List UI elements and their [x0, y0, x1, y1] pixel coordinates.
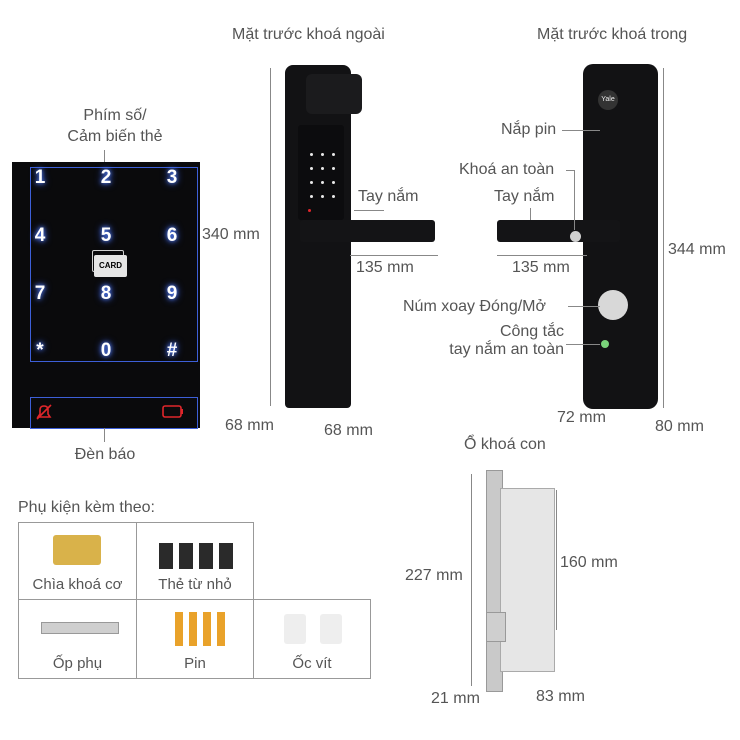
mortise-latch	[486, 612, 506, 642]
alarm-bell-icon	[36, 404, 52, 420]
key-image	[53, 535, 101, 565]
brand-logo: Yale	[598, 90, 618, 110]
keypad-panel: 1 2 3 4 5 6 7 8 9 * 0 # CARD	[12, 162, 200, 429]
inner-handle	[497, 220, 620, 242]
safety-lock-label: Khoá an toàn	[459, 161, 555, 178]
knob-leader	[568, 306, 600, 307]
accessory-rfid-tags: Thẻ từ nhỏ	[136, 522, 254, 600]
inner-handle-label: Tay nắm	[494, 188, 555, 205]
mortise-depth-label: 83 mm	[536, 688, 585, 705]
outer-handle-dim	[350, 255, 438, 256]
tag-image-1	[159, 543, 173, 569]
mortise-height-label: 227 mm	[405, 567, 463, 584]
inner-depth-label: 80 mm	[655, 418, 704, 435]
inner-front-title: Mặt trước khoá trong	[537, 26, 688, 43]
accessories-title: Phụ kiện kèm theo:	[18, 499, 155, 516]
outer-height-label: 340 mm	[202, 226, 260, 243]
key-8: 8	[100, 283, 112, 304]
key-4: 4	[34, 225, 46, 246]
mortise-plate-width-label: 21 mm	[431, 690, 480, 707]
accessory-name: Pin	[184, 655, 206, 672]
inner-handle-leader	[530, 208, 531, 220]
tag-image-3	[199, 543, 213, 569]
key-7: 7	[34, 283, 46, 304]
screws-bag-image-1	[284, 614, 306, 644]
rotary-knob	[598, 290, 628, 320]
mortise-title: Ổ khoá con	[464, 436, 546, 453]
safety-lock-leader-v	[574, 170, 575, 230]
outer-handle-length: 135 mm	[356, 259, 414, 276]
key-3: 3	[166, 167, 178, 188]
accessory-name: Ốp phụ	[52, 655, 103, 672]
outer-height-dim	[270, 68, 271, 406]
accessory-name: Ốc vít	[292, 655, 332, 672]
indicator-leader-line	[104, 428, 105, 442]
safety-lock-button	[570, 231, 581, 242]
mortise-body-dim	[556, 490, 557, 630]
outer-keypad-panel	[298, 125, 344, 220]
key-0: 0	[100, 340, 112, 361]
safety-switch-label: Công tắc tay nắm an toàn	[438, 323, 564, 359]
battery-image-3	[203, 612, 211, 646]
battery-cover-leader	[562, 130, 600, 131]
key-hash: #	[166, 340, 178, 361]
keypad-frame	[30, 167, 198, 362]
outer-lock-top	[306, 74, 362, 114]
key-6: 6	[166, 225, 178, 246]
accessory-batteries: Pin	[136, 599, 254, 679]
safety-switch-leader	[566, 344, 600, 345]
outer-front-title: Mặt trước khoá ngoài	[232, 26, 385, 43]
accessory-mechanical-key: Chìa khoá cơ	[18, 522, 137, 600]
safety-switch-indicator	[601, 340, 609, 348]
screws-bag-image-2	[320, 614, 342, 644]
inner-height-label: 344 mm	[668, 241, 726, 258]
inner-handle-dim	[497, 255, 587, 256]
tag-image-4	[219, 543, 233, 569]
battery-image-1	[175, 612, 183, 646]
accessory-name: Chìa khoá cơ	[32, 576, 123, 593]
inner-height-dim	[663, 68, 664, 408]
inner-width-label: 72 mm	[557, 409, 606, 426]
accessory-strike-plate: Ốp phụ	[18, 599, 137, 679]
safety-switch-label-line1: Công tắc	[499, 323, 564, 340]
outer-handle-leader	[354, 210, 384, 211]
battery-image-4	[217, 612, 225, 646]
key-9: 9	[166, 283, 178, 304]
keypad-leader-line	[104, 150, 105, 168]
battery-image-2	[189, 612, 197, 646]
outer-width-label: 68 mm	[225, 417, 274, 434]
mortise-body	[500, 488, 555, 672]
key-5: 5	[100, 225, 112, 246]
keypad-label: Phím số/ Cảm biến thẻ	[40, 107, 190, 146]
mortise-height-dim	[471, 474, 472, 686]
key-1: 1	[34, 167, 46, 188]
outer-handle	[300, 220, 435, 242]
inner-handle-length: 135 mm	[512, 259, 570, 276]
accessory-screws: Ốc vít	[253, 599, 371, 679]
keypad-label-line2: Cảm biến thẻ	[67, 128, 163, 145]
battery-cover-label: Nắp pin	[501, 121, 557, 138]
safety-lock-leader-h	[566, 170, 574, 171]
mortise-body-height-label: 160 mm	[560, 554, 618, 571]
key-star: *	[36, 340, 44, 361]
keypad-label-line1: Phím số/	[83, 107, 147, 124]
outer-handle-label: Tay nắm	[358, 188, 419, 205]
knob-label: Núm xoay Đóng/Mở	[403, 298, 546, 315]
alarm-frame	[30, 397, 198, 429]
strike-plate-image	[41, 622, 119, 634]
outer-depth-label: 68 mm	[324, 422, 373, 439]
key-2: 2	[100, 167, 112, 188]
indicator-light-label: Đèn báo	[74, 446, 136, 463]
safety-switch-label-line2: tay nắm an toàn	[449, 341, 564, 358]
accessory-name: Thẻ từ nhỏ	[158, 576, 232, 593]
card-sensor-icon: CARD	[94, 255, 127, 277]
tag-image-2	[179, 543, 193, 569]
low-battery-icon	[162, 405, 183, 418]
